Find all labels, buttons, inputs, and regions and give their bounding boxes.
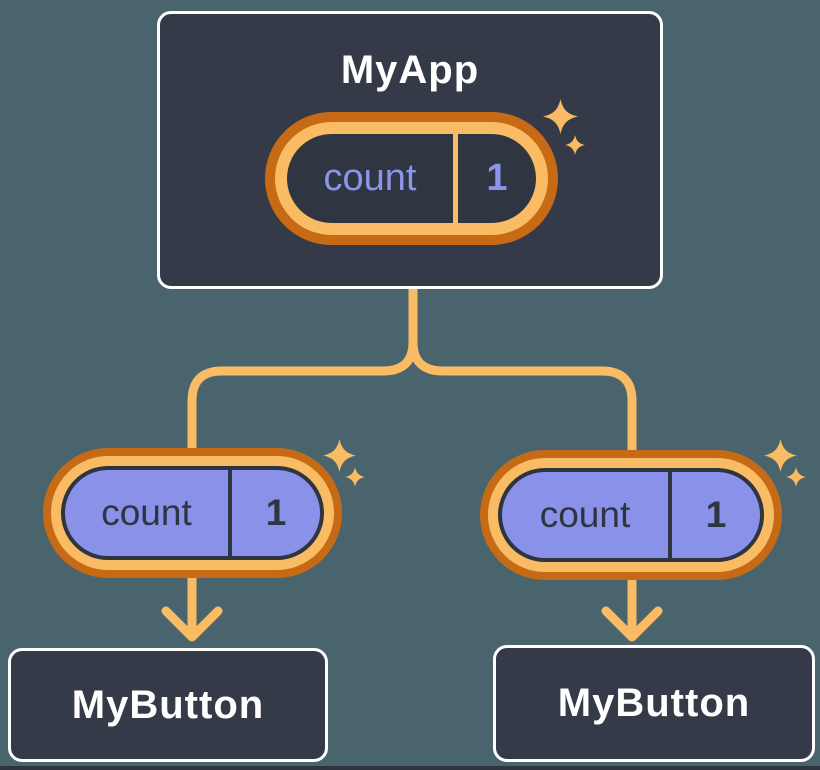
node-mybutton-left: MyButton [8,648,328,762]
state-value-label: 1 [486,157,508,199]
node-myapp-label: MyApp [340,48,480,92]
sparkle-icon [323,439,356,472]
state-key-label: count [323,157,417,199]
sparkle-icon [565,135,585,155]
prop-value-label: 1 [705,494,727,535]
bottom-edge-strip [0,766,820,770]
sparkle-icon [543,99,578,134]
state-pill: count 1 [265,112,558,245]
arrow-down-icon [161,606,223,642]
prop-key-label: count [539,494,631,535]
prop-key-label: count [101,492,192,533]
sparkle-icon [345,467,365,487]
prop-pill-left: count 1 [43,448,342,578]
prop-pill-right-body: count 1 [498,468,764,562]
sparkle-icon [764,439,797,472]
prop-value-label: 1 [265,492,287,533]
prop-pill-left-body: count 1 [61,466,324,560]
prop-pill-right: count 1 [480,450,782,580]
state-pill-body: count 1 [287,134,536,223]
pill-divider [668,472,672,558]
arrow-down-icon [601,606,663,642]
pill-divider [228,470,232,556]
node-mybutton-right-label: MyButton [557,681,751,725]
pill-divider [453,134,458,223]
node-mybutton-right: MyButton [493,645,815,762]
sparkle-icon [786,467,806,487]
node-mybutton-left-label: MyButton [71,682,265,727]
